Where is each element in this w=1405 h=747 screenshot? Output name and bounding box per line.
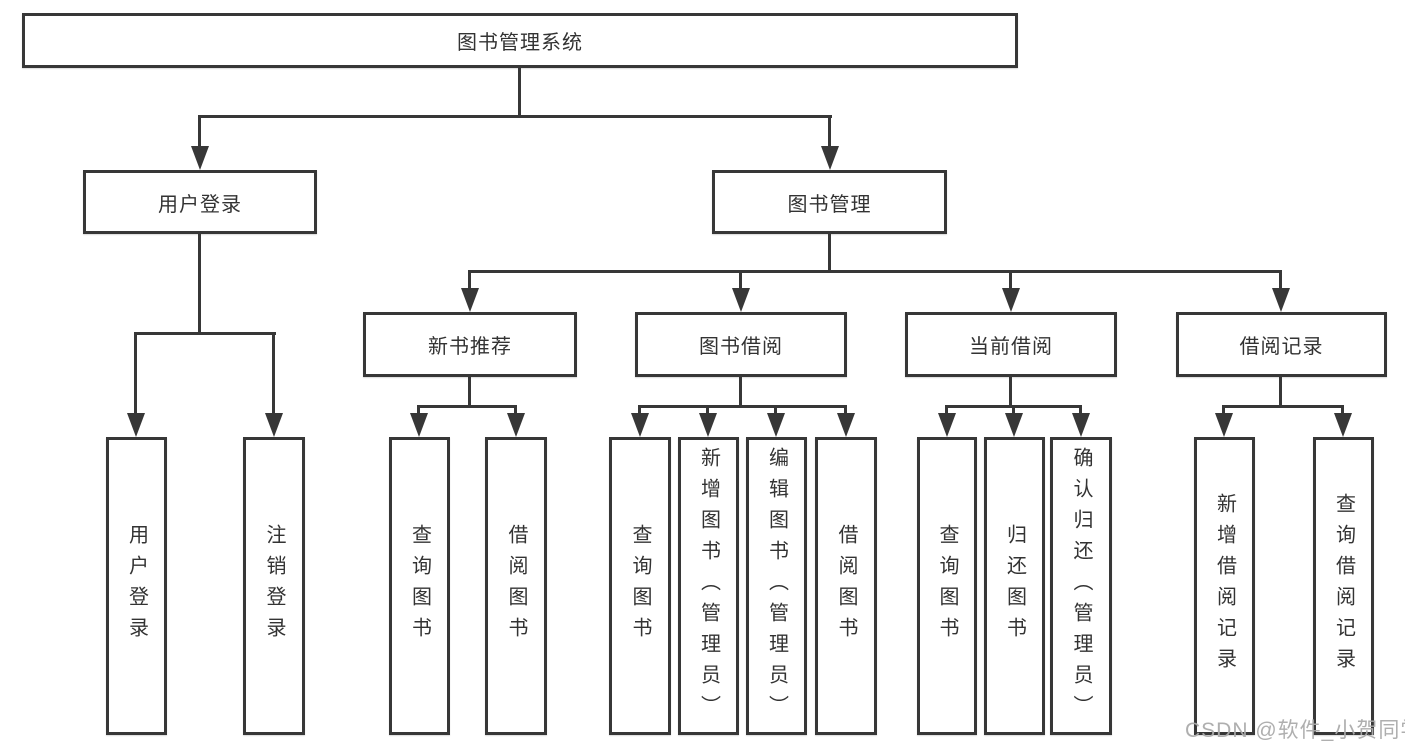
node-new-book-recommendation: 新书推荐	[363, 312, 577, 377]
node-current-borrowing-label: 当前借阅	[969, 336, 1053, 358]
arrowhead	[410, 413, 428, 437]
leaf-search-books-current-label: 查询图书	[936, 524, 958, 648]
leaf-search-books-recommend: 查询图书	[389, 437, 450, 735]
connector-to-user-login	[198, 115, 201, 148]
connector-leaf	[1341, 405, 1344, 415]
node-user-login-group: 用户登录	[83, 170, 317, 234]
arrowhead	[938, 413, 956, 437]
arrowhead	[1215, 413, 1233, 437]
leaf-user-login-label: 用户登录	[125, 524, 148, 648]
connector-current-spine	[1009, 377, 1012, 407]
connector-leaf	[1012, 405, 1015, 415]
connector-to-leaf-user-login	[134, 332, 137, 415]
leaf-return-books-label: 归还图书	[1003, 524, 1026, 648]
arrowhead	[1005, 413, 1023, 437]
leaf-edit-books-admin-label: 编辑图书（管理员）	[765, 446, 788, 726]
node-book-management: 图书管理	[712, 170, 947, 234]
leaf-borrow-books-borrowing-label: 借阅图书	[835, 524, 857, 648]
leaf-search-books-borrowing-label: 查询图书	[629, 524, 651, 648]
connector-borrowing-split	[639, 405, 847, 408]
leaf-search-borrow-record-label: 查询借阅记录	[1332, 493, 1355, 679]
leaf-add-borrow-record: 新增借阅记录	[1194, 437, 1255, 735]
leaf-add-books-admin: 新增图书（管理员）	[678, 437, 739, 735]
node-user-login-group-label: 用户登录	[158, 193, 242, 216]
connector-to-new-book	[468, 270, 471, 290]
node-book-borrowing: 图书借阅	[635, 312, 847, 377]
node-borrowing-records: 借阅记录	[1176, 312, 1387, 377]
connector-leaf	[1222, 405, 1225, 415]
connector-to-leaf-logout	[272, 332, 275, 415]
leaf-search-books-borrowing: 查询图书	[609, 437, 671, 735]
leaf-confirm-return-admin: 确认归还（管理员）	[1050, 437, 1112, 735]
leaf-return-books: 归还图书	[984, 437, 1045, 735]
arrowhead	[767, 413, 785, 437]
node-current-borrowing: 当前借阅	[905, 312, 1117, 377]
node-new-book-recommendation-label: 新书推荐	[428, 336, 512, 358]
node-book-management-label: 图书管理	[787, 193, 872, 216]
connector-user-login-split	[135, 332, 276, 335]
connector-to-current	[1009, 270, 1012, 290]
leaf-search-borrow-record: 查询借阅记录	[1313, 437, 1374, 735]
connector-leaf	[774, 405, 777, 415]
arrowhead	[699, 413, 717, 437]
connector-level3-split	[470, 270, 1282, 273]
connector-records-spine	[1279, 377, 1282, 407]
leaf-logout-label: 注销登录	[263, 524, 285, 648]
leaf-user-login: 用户登录	[106, 437, 167, 735]
connector-new-book-spine	[468, 377, 471, 407]
node-book-borrowing-label: 图书借阅	[699, 336, 783, 358]
watermark: CSDN @软件_小贺同学	[1185, 719, 1405, 742]
connector-new-book-split	[418, 405, 517, 408]
connector-book-management-spine	[828, 234, 831, 272]
leaf-borrow-books-recommend: 借阅图书	[485, 437, 547, 735]
arrowhead	[821, 146, 839, 170]
arrowhead	[1072, 413, 1090, 437]
leaf-logout: 注销登录	[243, 437, 305, 735]
connector-leaf	[706, 405, 709, 415]
leaf-search-books-current: 查询图书	[917, 437, 977, 735]
arrowhead	[1334, 413, 1352, 437]
node-library-system: 图书管理系统	[22, 13, 1018, 68]
connector-leaf	[514, 405, 517, 415]
leaf-confirm-return-admin-label: 确认归还（管理员）	[1070, 446, 1092, 726]
connector-leaf	[844, 405, 847, 415]
leaf-borrow-books-recommend-label: 借阅图书	[505, 524, 527, 648]
arrowhead	[507, 413, 525, 437]
connector-leaf	[1079, 405, 1082, 415]
leaf-edit-books-admin: 编辑图书（管理员）	[746, 437, 807, 735]
arrowhead	[1002, 288, 1020, 312]
arrowhead	[732, 288, 750, 312]
leaf-add-books-admin-label: 新增图书（管理员）	[697, 446, 720, 726]
leaf-add-borrow-record-label: 新增借阅记录	[1213, 493, 1236, 679]
connector-to-records	[1279, 270, 1282, 290]
connector-leaf	[417, 405, 420, 415]
leaf-borrow-books-borrowing: 借阅图书	[815, 437, 877, 735]
node-borrowing-records-label: 借阅记录	[1239, 336, 1324, 358]
connector-leaf	[638, 405, 641, 415]
arrowhead	[127, 413, 145, 437]
node-library-system-label: 图书管理系统	[457, 32, 583, 54]
arrowhead	[631, 413, 649, 437]
connector-level2-split	[199, 115, 832, 118]
arrowhead	[265, 413, 283, 437]
connector-user-login-spine	[198, 234, 201, 334]
leaf-search-books-recommend-label: 查询图书	[408, 524, 431, 648]
arrowhead	[461, 288, 479, 312]
arrowhead	[837, 413, 855, 437]
arrowhead	[1272, 288, 1290, 312]
connector-root-spine	[518, 68, 521, 116]
connector-to-borrowing	[739, 270, 742, 290]
connector-to-book-management	[828, 115, 831, 148]
connector-records-split	[1223, 405, 1344, 408]
connector-borrowing-spine	[739, 377, 742, 407]
arrowhead	[191, 146, 209, 170]
connector-leaf	[945, 405, 948, 415]
